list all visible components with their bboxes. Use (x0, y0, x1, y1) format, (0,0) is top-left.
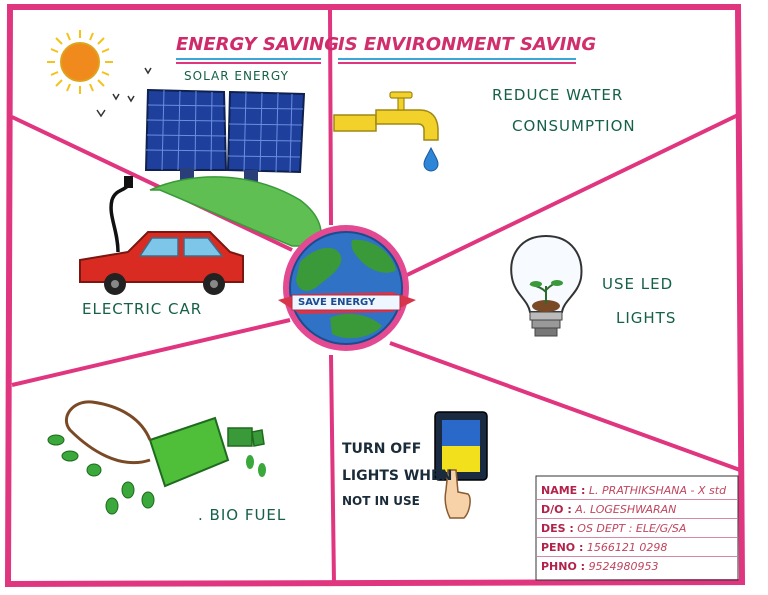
birds-icon (96, 67, 152, 118)
light-switch-icon (434, 411, 488, 481)
led-label-line2: LIGHTS (616, 309, 677, 327)
info-val-do: A. LOGESHWARAN (575, 503, 677, 516)
vertical-divider (328, 9, 336, 585)
globe-banner-label: SAVE ENERGY (298, 297, 376, 308)
info-divider (537, 499, 737, 500)
divider-bottom-right (389, 341, 741, 472)
title-underline-left (176, 58, 321, 60)
info-val-peno: 1566121 0298 (586, 541, 668, 554)
led-label-line1: USE LED (602, 275, 674, 293)
info-divider (537, 518, 737, 519)
electric-car-label: ELECTRIC CAR (82, 300, 203, 318)
info-key-phno: PHNO : (541, 560, 586, 573)
info-row-peno: PENO : 1566121 0298 (541, 541, 667, 554)
info-divider (537, 537, 737, 538)
title-underline-left-2 (176, 62, 321, 64)
poster-border (4, 3, 746, 588)
info-val-phno: 9524980953 (588, 560, 659, 573)
divider-top-right (406, 113, 739, 277)
title-right: IS ENVIRONMENT SAVING (338, 34, 597, 55)
title-underline-right-2 (338, 62, 576, 64)
title-underline-right (338, 58, 576, 60)
info-key-name: NAME : (541, 484, 586, 497)
solar-panel-icon (144, 88, 306, 182)
led-bulb-icon (510, 234, 583, 337)
info-box (535, 475, 739, 581)
info-key-des: DES : (541, 522, 574, 535)
title-left: ENERGY SAVING (176, 34, 340, 55)
info-row-do: D/O : A. LOGESHWARAN (541, 503, 676, 516)
sun-icon (47, 30, 113, 94)
info-row-name: NAME : L. PRATHIKSHANA - X std (541, 484, 726, 497)
biofuel-nozzle-icon (47, 400, 266, 515)
divider-bottom-left (11, 318, 291, 387)
biofuel-label: . BIO FUEL (198, 506, 287, 524)
solar-energy-label: SOLAR ENERGY (184, 69, 289, 83)
info-key-do: D/O : (541, 503, 572, 516)
info-key-peno: PENO : (541, 541, 584, 554)
earth-globe-icon (278, 225, 416, 351)
info-row-phno: PHNO : 9524980953 (541, 560, 659, 573)
lights-label-line1: TURN OFF (342, 441, 422, 457)
lights-label-line2: LIGHTS WHEN (342, 468, 453, 484)
electric-car-icon (79, 176, 244, 295)
divider-top-left (11, 115, 293, 252)
lights-label-line3: NOT IN USE (342, 494, 420, 508)
water-tap-icon (333, 91, 439, 141)
info-row-des: DES : OS DEPT : ELE/G/SA (541, 522, 686, 535)
info-divider (537, 556, 737, 557)
water-drop-icon (423, 146, 439, 172)
info-val-name: L. PRATHIKSHANA - X std (588, 484, 727, 497)
water-label-line2: CONSUMPTION (512, 117, 636, 135)
info-val-des: OS DEPT : ELE/G/SA (577, 522, 687, 535)
water-label-line1: REDUCE WATER (492, 86, 624, 104)
hand-icon (444, 469, 471, 519)
